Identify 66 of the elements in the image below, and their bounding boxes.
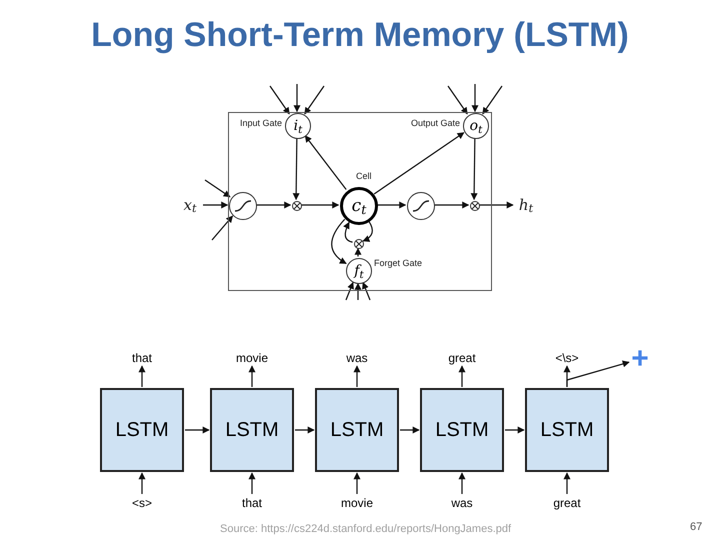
arrow — [354, 472, 360, 494]
variable-label: x$_{t}$ — [178, 194, 202, 216]
word-label: that — [116, 350, 168, 365]
arrow — [203, 202, 228, 208]
gate-caption: Cell — [356, 172, 373, 181]
word-label: great — [541, 495, 593, 510]
gate-caption: Output Gate — [410, 119, 460, 128]
slide-title: Long Short-Term Memory (LSTM) — [90, 15, 630, 56]
gate-caption: Forget Gate — [374, 259, 424, 268]
arrow — [472, 84, 478, 112]
lstm-box: LSTM — [315, 388, 399, 472]
arrow — [345, 282, 354, 300]
arrow — [292, 138, 300, 200]
arrow — [354, 365, 360, 387]
arrow — [374, 132, 464, 194]
arrow — [295, 426, 315, 434]
arrow — [204, 180, 231, 198]
arrow — [482, 86, 502, 114]
word-label: movie — [226, 350, 278, 365]
arrow — [400, 426, 420, 434]
arrow — [270, 86, 290, 114]
page-number: 67 — [690, 522, 702, 533]
cell-frame — [228, 112, 492, 291]
arrow — [362, 282, 371, 300]
arrow — [212, 215, 234, 240]
word-label: was — [331, 350, 383, 365]
arrow — [331, 218, 347, 264]
arrow — [248, 472, 256, 494]
arrow — [294, 84, 300, 112]
arrow — [505, 426, 525, 434]
arrow — [248, 365, 256, 387]
arrow — [458, 365, 466, 387]
arrow — [304, 86, 324, 114]
word-label: movie — [331, 495, 383, 510]
lstm-box: LSTM — [100, 388, 184, 472]
arrow — [354, 282, 362, 300]
arrow — [458, 472, 466, 494]
arrow — [304, 135, 347, 190]
source-note: Source: https://cs224d.stanford.edu/reports/HongJames.pdf — [220, 524, 512, 535]
arrow — [185, 426, 210, 434]
arrow — [354, 248, 362, 256]
word-label: great — [436, 350, 488, 365]
lstm-box: LSTM — [420, 388, 504, 472]
lstm-box: LSTM — [525, 388, 609, 472]
arrow — [566, 360, 630, 387]
variable-label: h$_{t}$ — [514, 194, 538, 216]
lstm-box: LSTM — [210, 388, 294, 472]
arrow — [564, 472, 570, 494]
word-label: that — [226, 495, 278, 510]
word-label: was — [436, 495, 488, 510]
arrow — [302, 202, 340, 208]
arrow — [378, 202, 406, 208]
arrow — [448, 86, 468, 114]
arrow — [138, 365, 146, 387]
arrow — [256, 202, 292, 208]
multiply-circle — [470, 201, 480, 211]
arrow — [480, 202, 514, 208]
multiply-circle — [354, 239, 364, 249]
gate-caption: Input Gate — [238, 119, 282, 128]
arrow — [434, 202, 470, 208]
plus-sign: + — [630, 346, 650, 372]
word-label: <\s> — [541, 350, 593, 365]
multiply-circle — [292, 201, 302, 211]
word-label: <s> — [116, 495, 168, 510]
arrow — [470, 138, 478, 200]
arrow — [138, 472, 146, 494]
